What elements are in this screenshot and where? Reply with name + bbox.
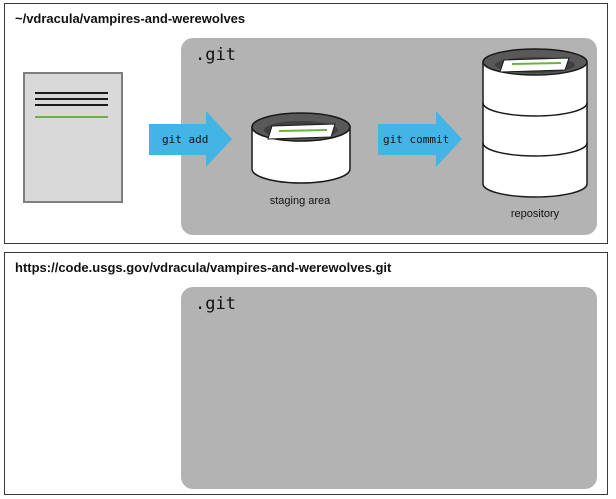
arrow-right-icon [149, 111, 232, 167]
git-commit-arrow: git commit [378, 111, 462, 167]
remote-git-box: .git [181, 287, 597, 489]
remote-git-label: .git [195, 294, 236, 314]
document-icon [23, 72, 123, 203]
remote-repository-panel: https://code.usgs.gov/vdracula/vampires-… [4, 252, 608, 495]
git-commit-label: git commit [383, 133, 449, 146]
repository-cylinder-icon [482, 48, 588, 198]
remote-url-label: https://code.usgs.gov/vdracula/vampires-… [15, 260, 392, 275]
repository-label: repository [511, 208, 560, 220]
local-path-label: ~/vdracula/vampires-and-werewolves [15, 11, 246, 26]
arrow-right-icon [378, 111, 462, 167]
local-git-label: .git [195, 45, 236, 65]
staging-area-label: staging area [270, 195, 331, 207]
git-add-arrow: git add [149, 111, 232, 167]
git-add-label: git add [162, 133, 208, 146]
staging-disk-icon [251, 112, 351, 184]
